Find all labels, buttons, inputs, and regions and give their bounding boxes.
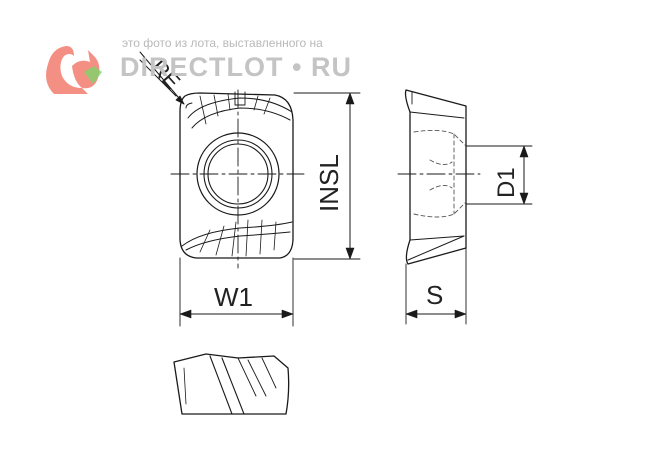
squirrel-logo-icon (46, 46, 102, 94)
bottom-view (173, 353, 290, 415)
watermark: это фото из лота, выставленного на DIREC… (40, 34, 352, 96)
insl-label: INSL (314, 154, 344, 212)
front-view-outline (179, 92, 294, 259)
d1-label: D1 (493, 167, 520, 198)
front-top-chipbreaker (187, 97, 293, 119)
insl-dimension (293, 92, 361, 260)
d1-dimension (465, 145, 533, 205)
front-bottom-chipbreaker (181, 221, 293, 247)
bottom-view-outline (173, 353, 290, 415)
w1-label: W1 (214, 282, 253, 312)
radius-leader (139, 51, 185, 105)
watermark-brand: DIRECTLOT • RU (120, 52, 352, 82)
s-label: S (426, 280, 443, 310)
front-centerlines (170, 89, 305, 269)
side-view (397, 89, 481, 265)
side-hidden-lines (413, 129, 467, 218)
front-view (170, 89, 305, 269)
s-dimension (405, 247, 467, 325)
w1-dimension (179, 257, 294, 327)
watermark-caption: это фото из лота, выставленного на (122, 36, 323, 50)
